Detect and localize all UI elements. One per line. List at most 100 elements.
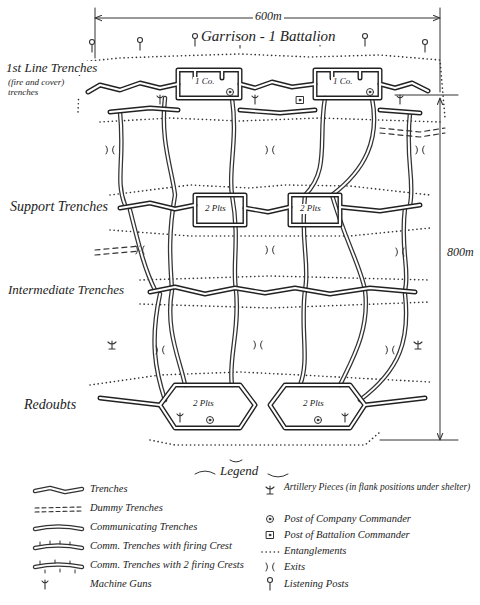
- legend-text: Comm. Trenches with firing Crest: [88, 540, 234, 552]
- legend-samples-part: [35, 488, 82, 492]
- legend-samples-part-part: [35, 507, 82, 512]
- commander-posts-part: [367, 89, 374, 96]
- entanglements-part: [140, 276, 430, 280]
- dummy-trenches: [95, 128, 445, 255]
- machine-gun-symbols-part: [397, 95, 403, 104]
- commander-posts-part: [315, 417, 322, 424]
- legend-samples-part-part: [40, 541, 70, 545]
- row-note: (fire and cover) trenches: [6, 78, 82, 98]
- legend-samples-part: [35, 507, 82, 512]
- legend-samples-part-part: [40, 560, 75, 573]
- exit-marks-part: [416, 146, 424, 154]
- legend-text: Post of Battalion Commander: [282, 529, 412, 541]
- unit-label: 2 Plts: [298, 204, 323, 214]
- fire-trenches: [88, 70, 428, 428]
- exit-marks-part: [266, 246, 274, 254]
- listening-posts-part: [138, 38, 143, 51]
- legend-text: Dummy Trenches: [88, 502, 165, 514]
- legend-text: Comm. Trenches with 2 firing Crests: [88, 559, 246, 571]
- legend-text: Listening Posts: [282, 578, 350, 590]
- legend-samples-part: [35, 546, 82, 549]
- legend-samples-part-part: [35, 488, 82, 492]
- legend-text: Post of Company Commander: [282, 513, 413, 525]
- legend-samples-part-part: [35, 546, 82, 549]
- unit-label: 2 Plts: [203, 204, 228, 214]
- legend-text: Communicating Trenches: [88, 521, 199, 533]
- commander-posts-part: [227, 89, 234, 96]
- row-label: Redoubts: [22, 397, 78, 412]
- listening-posts-part: [423, 40, 428, 53]
- legend-samples-part-part: [35, 546, 82, 549]
- communicating-trenches-part: [120, 98, 411, 400]
- exit-marks-part: [266, 146, 274, 154]
- legend-decoration-part: [230, 460, 242, 462]
- exit-marks-part: [396, 248, 404, 256]
- dimension-lines-part: [440, 98, 441, 440]
- garrison-title: Garrison - 1 Battalion: [199, 28, 338, 45]
- dimension-label: 800m: [445, 246, 476, 259]
- legend-text: Exits: [282, 561, 307, 573]
- exit-marks-part: [136, 246, 144, 254]
- legend-samples-part: [266, 486, 274, 494]
- entanglements-part: [140, 302, 430, 308]
- legend-samples-part: [35, 565, 82, 568]
- legend-samples-part-part: [266, 563, 274, 571]
- listening-posts-part: [363, 34, 368, 47]
- legend-samples-part-part: [262, 551, 280, 553]
- legend-samples-part: [40, 541, 70, 545]
- legend-samples-part: [42, 580, 48, 589]
- legend-text: Trenches: [88, 483, 130, 495]
- legend-samples-part: [35, 546, 82, 549]
- legend-samples-part: [35, 527, 82, 530]
- legend-samples-part-part: [35, 488, 82, 492]
- legend-samples-part-part: [35, 527, 82, 530]
- commander-posts: [207, 89, 374, 424]
- listening-posts-part: [90, 40, 95, 53]
- exit-marks-part: [254, 341, 262, 349]
- legend-samples-part-part: [266, 486, 274, 494]
- legend-samples-part-part: [267, 516, 274, 523]
- legend-heading: Legend: [218, 464, 260, 478]
- entanglements-part: [110, 228, 430, 236]
- row-label: Intermediate Trenches: [6, 283, 126, 297]
- artillery-symbols-part: [108, 341, 116, 349]
- legend-samples-part: [35, 565, 82, 568]
- legend-samples-part: [267, 516, 274, 539]
- legend-samples-part: [266, 563, 274, 571]
- entanglements-part: [100, 118, 440, 122]
- fire-trenches-part: [88, 70, 428, 428]
- unit-label: 1 Co.: [193, 77, 217, 87]
- legend-samples-part-part: [268, 578, 273, 591]
- unit-label: 2 Plts: [191, 399, 216, 409]
- legend-text: Machine Guns: [88, 578, 154, 590]
- unit-label: 1 Co.: [331, 77, 355, 87]
- machine-gun-symbols-part: [342, 413, 348, 422]
- legend-samples-part: [40, 560, 75, 573]
- dimension-lines-part: [380, 95, 458, 440]
- exit-marks-part: [386, 346, 394, 354]
- communicating-trenches-part: [120, 98, 411, 400]
- exit-marks-part: [106, 146, 114, 154]
- machine-gun-symbols-part: [177, 413, 183, 422]
- commander-posts-part: [207, 417, 214, 424]
- entanglements: [78, 54, 445, 445]
- fire-trenches-part: [88, 70, 428, 428]
- legend-samples-part-part: [35, 527, 82, 530]
- unit-label: 2 Plts: [301, 399, 326, 409]
- legend-samples-part-part: [267, 532, 274, 539]
- dummy-trenches-part: [95, 246, 140, 255]
- listening-posts-part: [193, 34, 198, 47]
- legend-samples-part-part: [35, 565, 82, 568]
- dimension-lines-part: [95, 8, 440, 92]
- artillery-symbols-part: [414, 341, 422, 349]
- legend-text: Entanglements: [282, 545, 348, 557]
- artillery-symbols: [108, 341, 422, 349]
- row-label: Support Trenches: [8, 199, 110, 214]
- legend-samples-part: [268, 578, 273, 591]
- dummy-trenches-part: [380, 128, 445, 137]
- legend-samples-part-part: [35, 565, 82, 568]
- legend-samples-part: [35, 527, 82, 530]
- legend-samples-part: [35, 488, 82, 492]
- entanglements-part: [150, 432, 380, 445]
